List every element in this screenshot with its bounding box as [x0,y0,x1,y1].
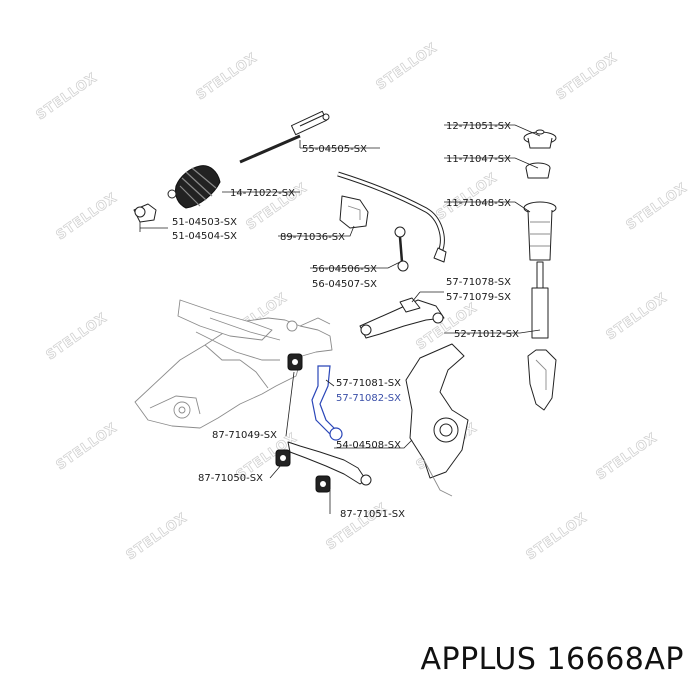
label-56-04506: 56-04506-SX [312,264,377,275]
label-55-04505: 55-04505-SX [302,144,367,155]
watermark-text: STELLOX [594,430,661,483]
label-12-71051: 12-71051-SX [446,121,511,132]
part-number: 16668AP [546,642,684,677]
label-11-71048: 11-71048-SX [446,198,511,209]
product-footer: APPLUS 16668AP [420,642,684,677]
strut-boot [523,201,557,261]
label-11-71047: 11-71047-SX [446,154,511,165]
watermark-text: STELLOX [524,510,591,563]
watermark-text: STELLOX [434,170,501,223]
label-51-04503: 51-04503-SX [172,217,237,228]
label-57-71082: 57-71082-SX [336,393,401,404]
steering-knuckle [405,343,469,497]
label-54-04508: 54-04508-SX [336,440,401,451]
lower-arm-bushing-rear [315,475,331,493]
label-52-71012: 52-71012-SX [454,329,519,340]
subframe-bushing [287,353,303,371]
stabilizer-bushing [339,195,369,229]
steering-rack-boot [167,165,221,209]
watermark-text: STELLOX [54,190,121,243]
label-57-71078: 57-71078-SX [446,277,511,288]
label-56-04507: 56-04507-SX [312,279,377,290]
label-89-71036: 89-71036-SX [280,232,345,243]
shock-absorber [527,261,557,411]
watermark-text: STELLOX [604,290,671,343]
label-57-71079: 57-71079-SX [446,292,511,303]
watermark-text: STELLOX [124,510,191,563]
watermark-text: STELLOX [374,40,441,93]
label-87-71050: 87-71050-SX [198,473,263,484]
label-51-04504: 51-04504-SX [172,231,237,242]
brand-name: APPLUS [420,642,537,677]
strut-bearing [525,162,551,179]
label-57-71081: 57-71081-SX [336,378,401,389]
label-87-71049: 87-71049-SX [212,430,277,441]
watermark-text: STELLOX [194,50,261,103]
leader-lines [140,124,541,514]
stabilizer-link [394,226,409,272]
inner-tie-rod [239,110,330,164]
watermark-text: STELLOX [624,180,691,233]
lower-arm-bushing-front [275,449,291,467]
label-87-71051: 87-71051-SX [340,509,405,520]
watermark-text: STELLOX [554,50,621,103]
watermark-text: STELLOX [54,420,121,473]
upper-control-arm [359,297,445,339]
watermark-text: STELLOX [34,70,101,123]
strut-top-mount [523,129,557,149]
stabilizer-bar [337,171,447,263]
lower-control-arm-rear [287,441,372,486]
label-14-71022: 14-71022-SX [230,188,295,199]
lower-control-arm-front [311,365,343,441]
watermark-text: STELLOX [44,310,111,363]
front-subframe [134,299,333,429]
tie-rod-end [133,203,157,232]
part-labels: 12-71051-SX 55-04505-SX 11-71047-SX 14-7… [172,121,519,520]
